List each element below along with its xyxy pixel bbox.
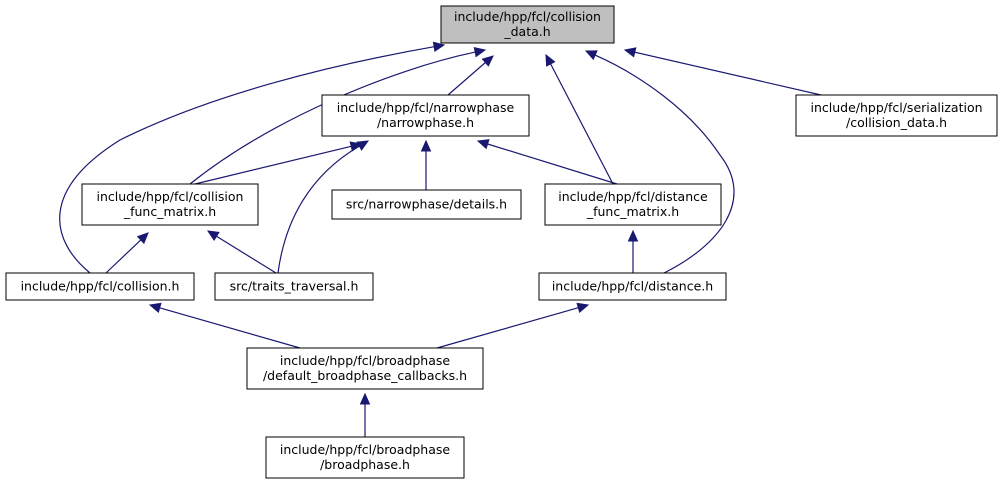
node-box	[440, 5, 615, 44]
node-label: /broadphase.h	[320, 457, 410, 472]
arrowhead	[476, 139, 490, 150]
node-label: src/traits_traversal.h	[230, 279, 359, 294]
edge-traits_traversal-to-narrowphase	[277, 140, 370, 274]
edge-line	[634, 51, 822, 96]
edge-line	[194, 145, 352, 185]
node-distance[interactable]: include/hpp/fcl/distance.h	[538, 272, 727, 301]
node-details[interactable]: src/narrowphase/details.h	[331, 189, 522, 220]
edge-line	[487, 143, 618, 185]
edge-distance-to-collision_data	[584, 50, 735, 274]
arrowhead	[359, 392, 371, 405]
edge-line	[59, 46, 435, 274]
arrowhead	[356, 140, 370, 151]
edge-serialization-to-collision_data	[623, 47, 822, 96]
node-box	[544, 183, 722, 226]
node-label: include/hpp/fcl/broadphase	[280, 442, 451, 457]
arrowhead	[148, 302, 162, 313]
node-box	[321, 94, 530, 137]
node-box	[214, 272, 374, 301]
arrowhead	[576, 302, 590, 313]
node-box	[5, 272, 195, 301]
node-box	[265, 436, 465, 479]
edge-line	[216, 235, 277, 274]
dependency-edges	[59, 41, 822, 437]
node-label: include/hpp/fcl/collision	[97, 189, 244, 204]
node-label: include/hpp/fcl/distance.h	[552, 279, 713, 294]
edge-narrowphase-to-collision_data	[447, 55, 494, 96]
arrowhead	[627, 229, 639, 242]
edge-collision-to-collision_data	[59, 41, 446, 274]
edge-traits_traversal-to-collision_func_matrix	[206, 230, 277, 274]
arrowhead	[432, 41, 446, 53]
node-serialization[interactable]: include/hpp/fcl/serialization/collision_…	[795, 94, 998, 137]
arrowhead	[623, 47, 637, 58]
node-collision-data[interactable]: include/hpp/fcl/collision_data.h	[440, 5, 615, 44]
edge-broadphase-to-default_callbacks	[359, 392, 371, 437]
node-label: _data.h	[503, 24, 550, 39]
edge-line	[436, 307, 579, 349]
node-collision-func-matrix[interactable]: include/hpp/fcl/collision_func_matrix.h	[81, 183, 259, 226]
node-label: /default_broadphase_callbacks.h	[263, 368, 467, 383]
node-label: include/hpp/fcl/serialization	[810, 100, 982, 115]
file-nodes: include/hpp/fcl/collision_data.hinclude/…	[5, 5, 998, 479]
node-box	[246, 347, 484, 390]
node-label: /collision_data.h	[846, 115, 947, 130]
node-traits-traversal[interactable]: src/traits_traversal.h	[214, 272, 374, 301]
node-box	[331, 189, 522, 220]
node-label: _func_matrix.h	[123, 204, 216, 219]
edge-line	[447, 62, 486, 96]
arrowhead	[473, 47, 487, 58]
edge-line	[550, 63, 614, 185]
edge-default_callbacks-to-collision	[148, 302, 301, 349]
node-label: include/hpp/fcl/collision	[454, 9, 601, 24]
node-label: include/hpp/fcl/collision.h	[21, 279, 180, 294]
node-label: include/hpp/fcl/broadphase	[280, 353, 451, 368]
node-box	[795, 94, 998, 137]
edge-distance_func_matrix-to-collision_data	[545, 53, 614, 185]
node-narrowphase[interactable]: include/hpp/fcl/narrowphase/narrowphase.…	[321, 94, 530, 137]
node-box	[538, 272, 727, 301]
edge-line	[105, 239, 142, 274]
node-label: _func_matrix.h	[586, 204, 679, 219]
edge-line	[277, 145, 360, 274]
edge-details-to-narrowphase	[420, 139, 432, 190]
arrowhead	[136, 232, 149, 245]
node-label: src/narrowphase/details.h	[346, 197, 507, 212]
node-distance-func-matrix[interactable]: include/hpp/fcl/distance_func_matrix.h	[544, 183, 722, 226]
edge-distance-to-distance_func_matrix	[627, 229, 639, 273]
node-collision[interactable]: include/hpp/fcl/collision.h	[5, 272, 195, 301]
node-label: include/hpp/fcl/narrowphase	[337, 100, 515, 115]
node-label: include/hpp/fcl/distance	[558, 189, 708, 204]
edge-default_callbacks-to-distance	[436, 302, 590, 349]
arrowhead	[420, 139, 432, 152]
edge-distance_func_matrix-to-narrowphase	[476, 139, 618, 185]
node-default-callbacks[interactable]: include/hpp/fcl/broadphase/default_broad…	[246, 347, 484, 390]
node-label: /narrowphase.h	[377, 115, 474, 130]
arrowhead	[481, 55, 494, 67]
arrowhead	[206, 230, 220, 242]
edge-line	[594, 54, 735, 274]
arrowhead	[545, 53, 556, 67]
edge-line	[159, 307, 301, 349]
node-broadphase[interactable]: include/hpp/fcl/broadphase/broadphase.h	[265, 436, 465, 479]
edge-collision-to-collision_func_matrix	[105, 232, 149, 274]
node-box	[81, 183, 259, 226]
arrowhead	[584, 50, 598, 61]
